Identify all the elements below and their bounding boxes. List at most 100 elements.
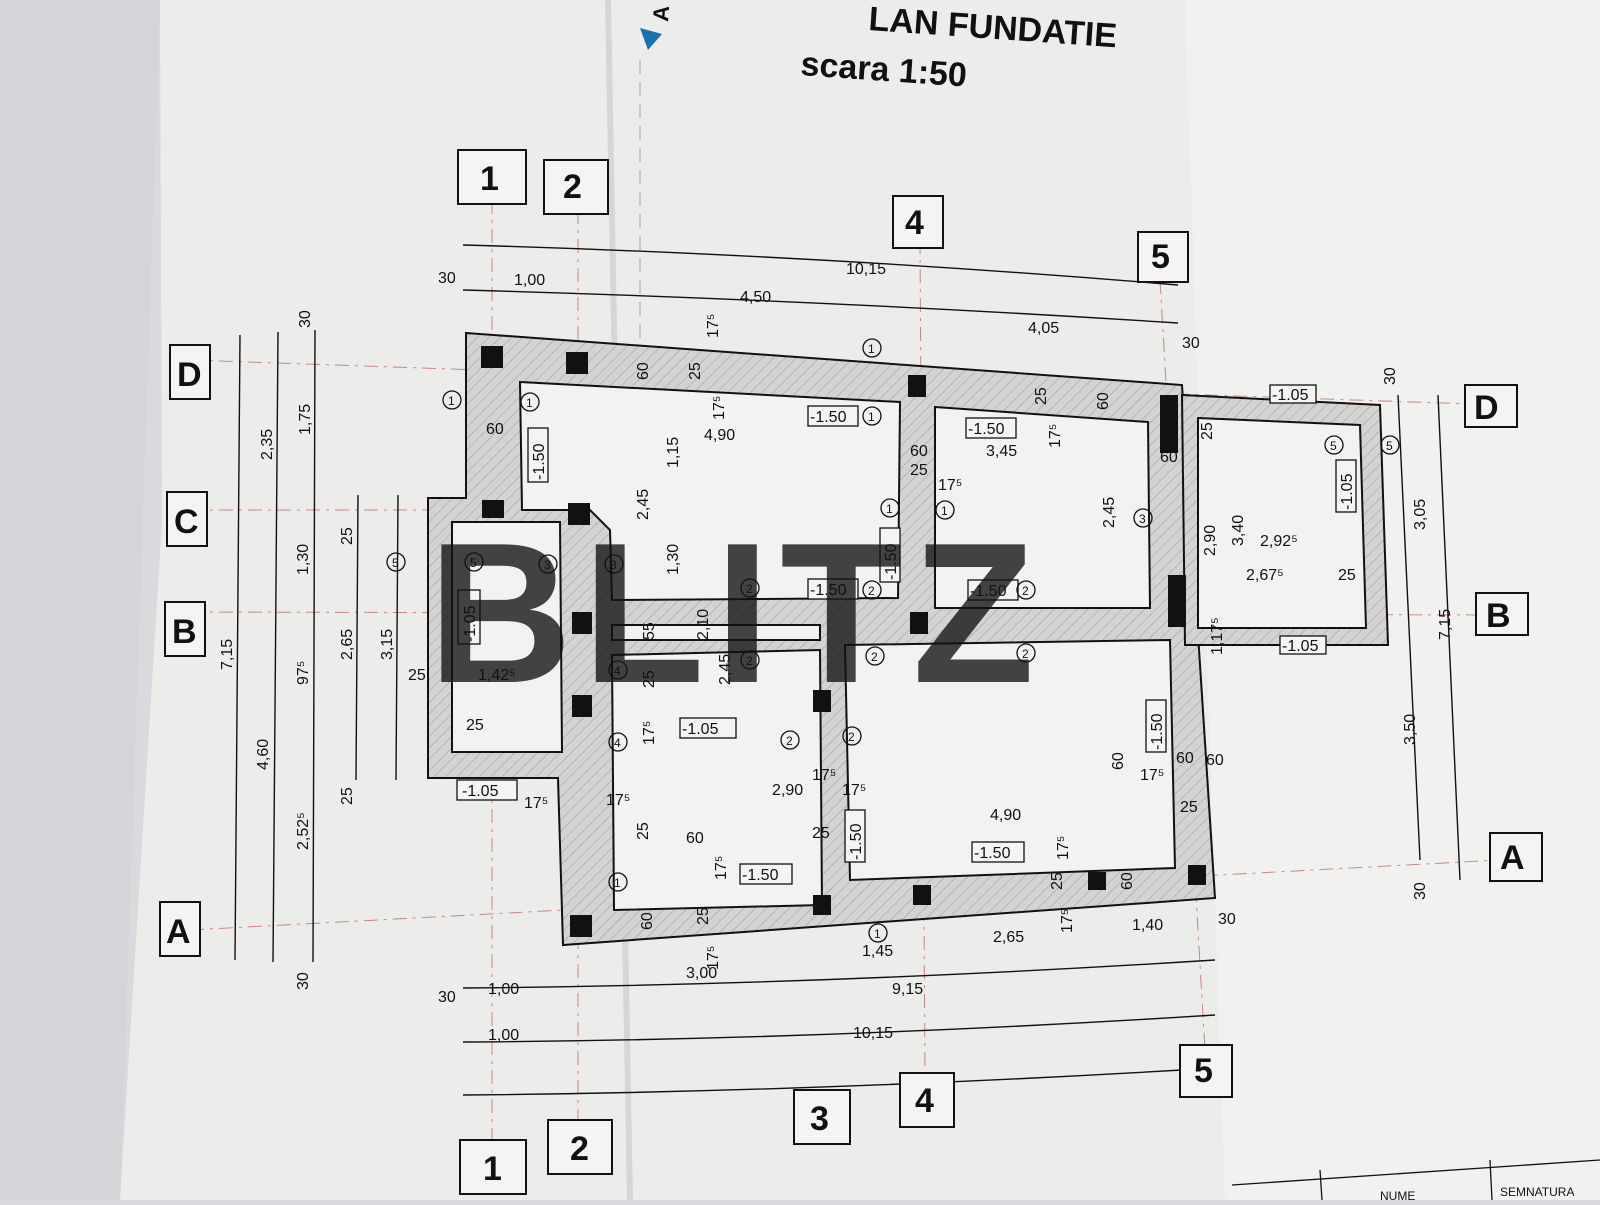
dim-top: 30 [1182, 335, 1200, 352]
dim-interior: 4,90 [990, 807, 1021, 824]
room-bottom-right [843, 638, 1177, 882]
marker-circle: 1 [935, 500, 955, 520]
dim-interior: 2,45 [717, 654, 734, 685]
dim-left: 97⁵ [295, 661, 312, 685]
svg-text:4: 4 [915, 1082, 934, 1120]
dim-interior: 2,67⁵ [1246, 567, 1284, 584]
dim-top: 10,15 [846, 261, 886, 278]
svg-text:-1.50: -1.50 [968, 421, 1005, 438]
dim-bottom: 9,15 [892, 981, 923, 998]
level-tags: -1.50 -1.50 -1.50 -1.50 -1.50 -1.50 -1.0… [456, 384, 1357, 885]
svg-text:2: 2 [868, 584, 875, 598]
dim-interior: 17⁵ [842, 782, 866, 799]
svg-text:1: 1 [868, 342, 875, 356]
room-top-left [518, 380, 902, 602]
dim-interior: 3,45 [986, 443, 1017, 460]
dim-line-left-4 [355, 494, 359, 781]
dim-interior: 17⁵ [812, 767, 836, 784]
dim-left: 2,52⁵ [295, 812, 312, 850]
axis-left-d: D [169, 344, 211, 400]
dim-left: 7,15 [219, 639, 236, 670]
svg-text:1: 1 [874, 927, 881, 941]
dim-line-top-2 [462, 289, 1179, 324]
dim-line-left-5 [395, 494, 399, 781]
dim-left: 1,30 [295, 544, 312, 575]
svg-text:2: 2 [1022, 584, 1029, 598]
column [813, 895, 831, 915]
level-tag: -1.50 [807, 578, 859, 600]
watermark-logo: BLITZ [428, 502, 1045, 725]
svg-text:-1.05: -1.05 [1339, 473, 1356, 510]
dim-interior: 2,90 [1202, 525, 1219, 556]
title-block-semnatura: SEMNATURA [1500, 1185, 1574, 1199]
column [568, 503, 590, 525]
axis-right-a: A [1489, 832, 1543, 882]
svg-text:B: B [172, 613, 197, 651]
level-tag: -1.50 [739, 863, 793, 885]
svg-text:2: 2 [871, 650, 878, 664]
dim-top: 1,00 [514, 272, 545, 289]
axis-bottom-2: 2 [547, 1119, 613, 1175]
axis-right-d: D [1464, 384, 1518, 428]
dim-interior: 25 [695, 907, 712, 925]
room-left-porch [451, 521, 564, 753]
dim-line-right-2 [1437, 394, 1461, 881]
svg-text:2: 2 [848, 730, 855, 744]
svg-text:1: 1 [480, 160, 499, 198]
dim-interior: 25 [1199, 422, 1216, 440]
marker-circle: 1 [862, 338, 882, 358]
dim-right: 3,05 [1412, 499, 1429, 530]
dim-interior: 17⁵ [1140, 767, 1164, 784]
dim-top: 30 [438, 270, 456, 287]
marker-circle: 2 [740, 650, 760, 670]
dim-bottom: 30 [438, 989, 456, 1006]
dim-interior: 2,45 [1101, 497, 1118, 528]
svg-text:D: D [1474, 389, 1499, 427]
dim-interior: 2,92⁵ [1260, 533, 1298, 550]
dim-bottom: 1,00 [488, 1027, 519, 1044]
dim-interior: 17⁵ [938, 477, 962, 494]
dim-top: 4,05 [1028, 320, 1059, 337]
svg-text:1: 1 [526, 396, 533, 410]
svg-text:4: 4 [614, 736, 621, 750]
marker-circle: 1 [442, 390, 462, 410]
dim-interior: 25 [635, 822, 652, 840]
marker-circle: 2 [842, 726, 862, 746]
svg-text:1: 1 [483, 1150, 502, 1188]
marker-circle: 1 [880, 498, 900, 518]
dim-line-bottom-3 [462, 1067, 1216, 1096]
dim-line-left-2 [272, 331, 279, 963]
dim-interior: 17⁵ [1047, 424, 1064, 448]
column [1088, 872, 1106, 890]
svg-text:-1.50: -1.50 [970, 583, 1007, 600]
section-arrow-icon [640, 28, 662, 50]
svg-text:4: 4 [905, 204, 924, 242]
dim-interior: 60 [1110, 752, 1127, 770]
svg-text:-1.50: -1.50 [531, 443, 548, 480]
dim-interior: 25 [1338, 567, 1356, 584]
grid-line-a [189, 859, 1501, 931]
level-tag: -1.05 [1335, 459, 1357, 513]
svg-text:5: 5 [1151, 238, 1170, 276]
dim-interior: 60 [1206, 752, 1224, 769]
dim-interior: 55 [641, 622, 658, 640]
level-tag: -1.50 [967, 579, 1019, 601]
svg-text:2: 2 [570, 1130, 589, 1168]
level-tag: -1.05 [679, 717, 737, 739]
interior-dimensions: 17⁵ 60 60 25 4,90 1,15 2,45 1,30 17⁵ 60 … [466, 314, 1356, 970]
dim-interior: 25 [1049, 872, 1066, 890]
svg-text:3: 3 [810, 1100, 829, 1138]
axis-bottom-5: 5 [1179, 1044, 1233, 1098]
column [813, 690, 831, 712]
axis-left-a: A [159, 901, 201, 957]
dim-interior: 25 [1033, 387, 1050, 405]
svg-text:-1.05: -1.05 [1282, 638, 1319, 655]
dim-left: 4,60 [255, 739, 272, 770]
svg-text:4: 4 [614, 664, 621, 678]
dim-right: 3,50 [1402, 714, 1419, 745]
dim-interior: 1,17⁵ [1209, 617, 1226, 655]
room-top-right [934, 405, 1152, 609]
dim-interior: 25 [910, 462, 928, 479]
marker-circle: 1 [520, 392, 540, 412]
svg-text:3: 3 [1139, 512, 1146, 526]
